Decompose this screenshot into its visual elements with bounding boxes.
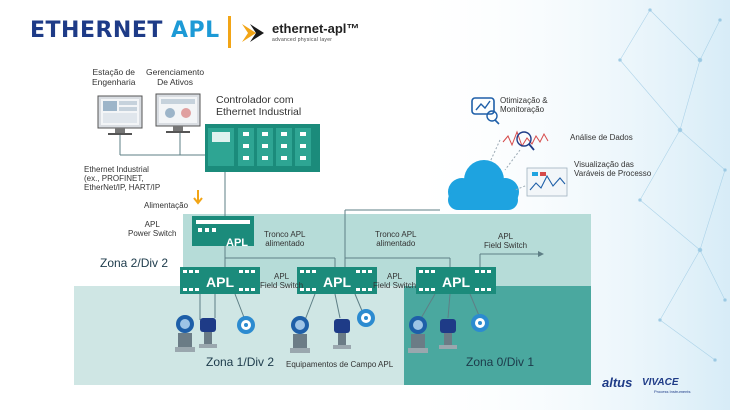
- label-gerenciamento-ativos: Gerenciamento De Ativos: [146, 67, 205, 88]
- logo-name: ethernet-apl™: [272, 21, 360, 36]
- logo-tagline: advanced physical layer: [272, 37, 333, 43]
- label-apl-field-switch-3: APL Field Switch: [484, 232, 527, 250]
- label-otimizacao: Otimização & Monitoração: [500, 96, 548, 114]
- label-equipamentos: Equipamentos de Campo APL: [286, 360, 394, 369]
- zone-0-area: [404, 286, 591, 385]
- label-apl-field-switch-2: APL Field Switch: [373, 272, 416, 290]
- label-zona-1: Zona 1/Div 2: [206, 355, 275, 369]
- label-zona-2: Zona 2/Div 2: [100, 256, 169, 270]
- label-power-switch-line-2: Power Switch: [128, 229, 177, 239]
- label-tronco-1-line-2: alimentado: [265, 239, 305, 249]
- field-switch-1-apl-text: APL: [206, 274, 234, 290]
- apl-field-switch-1-box: [180, 267, 260, 294]
- label-field-switch-2-line-2: Field Switch: [373, 281, 417, 291]
- apl-field-switch-2-box: [297, 267, 377, 294]
- label-ethernet-industrial: Ethernet Industrial (ex., PROFINET, Ethe…: [84, 165, 160, 193]
- label-tronco-1-line-1: Tronco APL: [264, 230, 306, 239]
- label-field-switch-3-line-2: Field Switch: [484, 241, 528, 251]
- label-tronco-2: Tronco APL alimentado: [375, 230, 417, 248]
- field-instruments-zone-1b: [290, 309, 375, 353]
- label-otimizacao-line-2: Monitoração: [500, 105, 545, 115]
- label-alimentacao: Alimentação: [144, 201, 189, 210]
- label-ethernet-line-2: (ex., PROFINET,: [84, 174, 144, 184]
- label-controlador-line-1: Controlador com: [216, 94, 294, 106]
- field-switch-3-apl-text: APL: [442, 274, 470, 290]
- label-estacao-engenharia: Estação de Engenharia: [92, 67, 136, 88]
- controller: [205, 124, 320, 172]
- label-visualizacao-line-1: Visualização das: [574, 160, 634, 169]
- label-tronco-1: Tronco APL alimentado: [264, 230, 306, 248]
- field-switch-2-apl-text: APL: [323, 274, 351, 290]
- altus-logo: altus: [602, 375, 633, 390]
- label-ethernet-line-3: EtherNet/IP, HART/IP: [84, 183, 161, 193]
- title-divider: [228, 16, 231, 48]
- title-main: ETHERNET: [30, 18, 172, 43]
- label-tronco-2-line-1: Tronco APL: [375, 230, 417, 239]
- title-accent: APL: [171, 18, 220, 43]
- apl-field-switch-3-box: [416, 267, 496, 294]
- label-apl-power-switch: APL Power Switch: [128, 220, 176, 238]
- label-gerenciamento-line-2: De Ativos: [157, 76, 194, 87]
- apl-power-switch: [192, 216, 254, 246]
- power-switch-apl-text: APL: [226, 237, 248, 249]
- zone-1-area: [74, 286, 404, 385]
- vivace-tagline: Process Instruments: [654, 389, 691, 394]
- label-field-switch-2-line-1: APL: [387, 272, 403, 281]
- vivace-logo: VIVACE: [642, 377, 679, 388]
- field-instruments-zone-1a: [175, 315, 255, 352]
- label-power-switch-line-1: APL: [144, 220, 160, 229]
- label-estacao-line-2: Engenharia: [92, 76, 136, 87]
- label-field-switch-1-line-1: APL: [274, 272, 290, 281]
- cloud-icon: [448, 160, 519, 210]
- page-title: ETHERNET APL: [30, 18, 220, 43]
- label-tronco-2-line-2: alimentado: [376, 239, 416, 249]
- field-instruments-zone-0: [408, 314, 489, 353]
- label-otimizacao-line-1: Otimização &: [500, 96, 548, 105]
- optimization-monitoring-icon: [471, 97, 500, 125]
- data-analysis-icon: [502, 130, 549, 151]
- process-visualization-icon: [526, 167, 568, 197]
- engineering-station-icon: [97, 95, 143, 135]
- label-zona-0: Zona 0/Div 1: [466, 355, 535, 369]
- label-controlador-line-2: Ethernet Industrial: [216, 106, 302, 119]
- label-controlador: Controlador com Ethernet Industrial: [216, 94, 301, 118]
- label-estacao-line-1: Estação de: [92, 67, 135, 77]
- label-analise: Análise de Dados: [570, 133, 633, 142]
- label-field-switch-1-line-2: Field Switch: [260, 281, 304, 291]
- label-ethernet-line-1: Ethernet Industrial: [84, 165, 149, 174]
- label-apl-field-switch-1: APL Field Switch: [260, 272, 303, 290]
- label-visualizacao: Visualização das Varáveis de Processo: [574, 160, 651, 178]
- label-visualizacao-line-2: Varáveis de Processo: [574, 169, 652, 179]
- label-gerenciamento-line-1: Gerenciamento: [146, 67, 205, 77]
- asset-management-icon: [155, 93, 201, 133]
- label-field-switch-3-line-1: APL: [498, 232, 514, 241]
- ethernet-apl-logo-icon: [242, 24, 264, 42]
